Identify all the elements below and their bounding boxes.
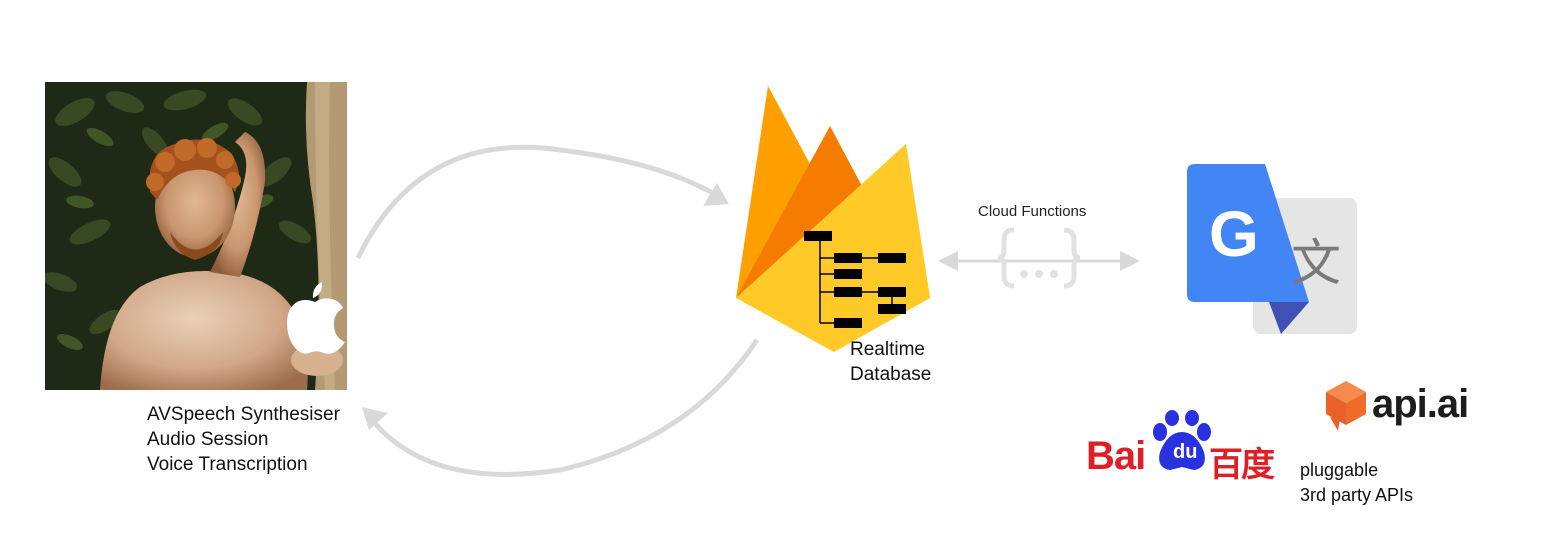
baidu-du-text: du [1173, 441, 1198, 463]
curly-braces-icon [997, 227, 1081, 289]
pluggable-label-line: pluggable [1300, 460, 1379, 480]
arrow-head-left [362, 407, 388, 430]
database-tree-icon [804, 231, 906, 328]
cloud-functions-label: Cloud Functions [978, 203, 1087, 220]
database-label-line: Database [850, 364, 932, 385]
client-features: AVSpeech Synthesiser Audio Session Voice… [147, 402, 340, 477]
database-label: Realtime Database [850, 337, 931, 387]
pluggable-label-line: 3rd party APIs [1300, 485, 1414, 505]
firebase-icon [736, 86, 930, 352]
baidu-paw-icon [1153, 410, 1211, 470]
arrow-head-right [703, 183, 729, 206]
apple-icon [287, 282, 345, 354]
client-feature-label: AVSpeech Synthesiser [147, 404, 340, 425]
baidu-chinese-text: 百度 [1209, 446, 1275, 484]
apiai-logo-text: api.ai [1372, 382, 1469, 426]
translate-g-letter: G [1209, 198, 1259, 270]
arrow-db-to-client [370, 338, 760, 477]
client-painting [45, 82, 347, 390]
translate-glyph: 文 [1291, 234, 1341, 292]
apiai-icon [1326, 381, 1366, 431]
database-label-line: Realtime [850, 339, 925, 360]
google-translate-icon: G 文 [1187, 164, 1357, 334]
arrow-client-to-db [355, 144, 720, 260]
arrow-head-right-cf [1120, 251, 1140, 271]
client-feature-label: Audio Session [147, 429, 269, 450]
client-feature-label: Voice Transcription [147, 454, 308, 475]
arrow-head-left-cf [938, 251, 958, 271]
pluggable-apis-label: pluggable 3rd party APIs [1300, 458, 1413, 508]
painting-image [45, 82, 347, 390]
baidu-logo-text: Bai [1086, 434, 1146, 478]
